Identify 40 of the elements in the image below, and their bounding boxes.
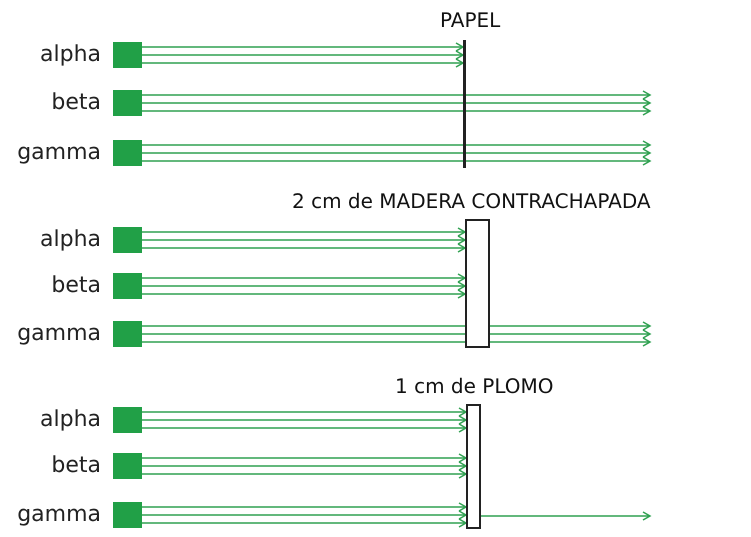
arrow [142, 453, 467, 463]
source-label: gamma [17, 323, 101, 345]
arrow [142, 235, 466, 245]
arrow [142, 423, 467, 433]
arrow [142, 289, 466, 299]
arrow [142, 321, 651, 331]
barrier-label: 1 cm de PLOMO [395, 376, 554, 396]
arrow [142, 106, 651, 116]
arrow [142, 502, 467, 512]
arrow [142, 461, 467, 471]
arrow [142, 407, 467, 417]
arrow [142, 510, 467, 520]
arrow [142, 337, 651, 347]
source-label: gamma [17, 504, 101, 526]
arrow [142, 469, 467, 479]
source-label: alpha [40, 229, 101, 251]
arrow [142, 90, 651, 100]
arrow [142, 148, 651, 158]
barrier-label: 2 cm de MADERA CONTRACHAPADA [292, 191, 651, 211]
arrow [142, 42, 464, 52]
barrier-label: PAPEL [440, 10, 500, 30]
arrow [142, 518, 467, 528]
arrow [142, 273, 466, 283]
arrow [142, 156, 651, 166]
source-label: beta [51, 92, 101, 114]
arrow [142, 50, 464, 60]
source-label: beta [51, 275, 101, 297]
arrow [142, 281, 466, 291]
arrow [481, 511, 651, 521]
arrow [142, 98, 651, 108]
source-label: gamma [17, 142, 101, 164]
arrow [142, 227, 466, 237]
arrow [142, 140, 651, 150]
source-label: beta [51, 455, 101, 477]
arrow [142, 58, 464, 68]
source-label: alpha [40, 409, 101, 431]
source-label: alpha [40, 44, 101, 66]
arrow [142, 329, 651, 339]
arrow [142, 415, 467, 425]
arrow [142, 243, 466, 253]
